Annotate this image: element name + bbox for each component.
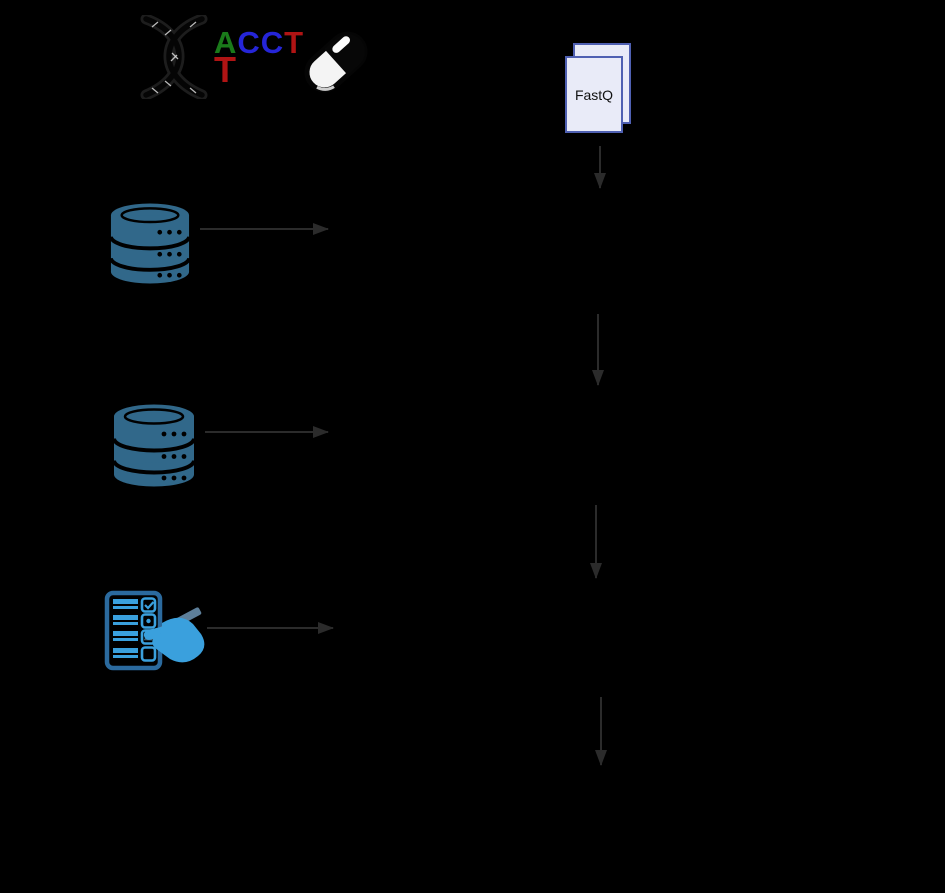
database-icon xyxy=(109,201,191,286)
fastq-label: FastQ xyxy=(574,86,614,103)
pill-icon xyxy=(304,31,368,93)
base-letter-t-pair: T xyxy=(214,49,236,90)
fastq-file: FastQ xyxy=(565,56,623,133)
logo-bases-top-row: ACCT xyxy=(214,27,304,58)
logo-bases-bottom-row: T xyxy=(214,52,236,88)
base-letter-a: A xyxy=(214,25,238,60)
base-letter-t: T xyxy=(284,25,305,60)
checklist-text-bars xyxy=(113,599,138,658)
database-icon xyxy=(112,402,196,489)
base-letter-c1: C xyxy=(237,25,261,60)
base-letter-c2: C xyxy=(260,25,285,60)
dna-helix-icon xyxy=(140,15,208,99)
helix-rungs xyxy=(151,21,197,94)
hand-icon xyxy=(143,617,205,663)
checklist-icon xyxy=(104,590,205,671)
